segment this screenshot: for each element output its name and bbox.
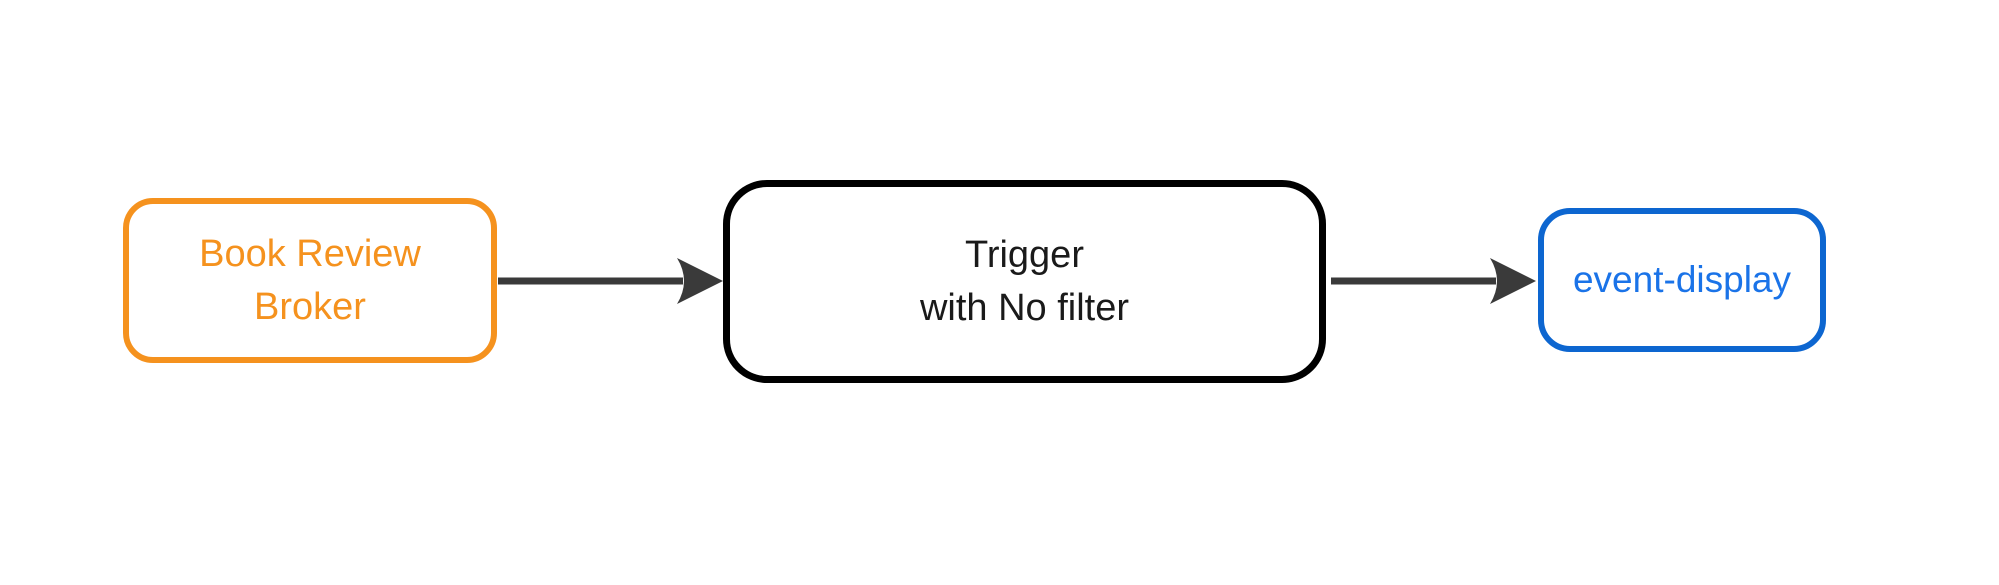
arrow-broker-to-trigger [498,258,723,304]
arrow-trigger-to-event-display [1331,258,1536,304]
arrowhead-icon [1490,258,1536,304]
node-book-review-broker: Book Review Broker [123,198,497,363]
node-trigger: Trigger with No filter [723,180,1326,383]
arrowhead-icon [677,258,723,304]
node-event-display: event-display [1538,208,1826,352]
